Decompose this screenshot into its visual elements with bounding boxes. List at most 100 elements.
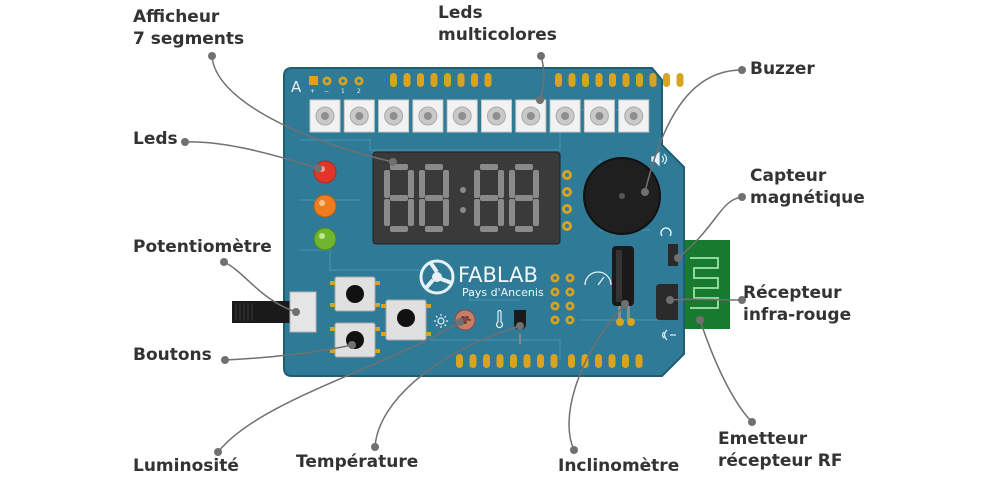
header-pin bbox=[444, 73, 451, 87]
push-buttons bbox=[330, 276, 431, 358]
header-pin bbox=[484, 73, 492, 87]
header-pin bbox=[471, 73, 478, 87]
header-pin bbox=[523, 354, 531, 368]
power-pins bbox=[309, 76, 364, 86]
display-segment bbox=[474, 199, 480, 226]
header-pin bbox=[568, 354, 575, 368]
display-segment bbox=[443, 199, 449, 226]
sun-icon bbox=[434, 314, 448, 328]
label-buzzer: Buzzer bbox=[750, 58, 815, 80]
label-leds-multicolores: Leds multicolores bbox=[438, 2, 557, 46]
header-pin bbox=[636, 73, 643, 87]
header-pin bbox=[469, 354, 477, 368]
gauge-icon bbox=[584, 271, 612, 286]
header-pin bbox=[537, 354, 544, 368]
circuit-board: A + − 1 2 bbox=[232, 67, 685, 377]
magnetic-sensor bbox=[668, 244, 678, 266]
display-segment bbox=[390, 226, 408, 232]
display-segment bbox=[408, 199, 414, 226]
header-pin bbox=[609, 73, 616, 87]
connector-pads bbox=[550, 273, 575, 325]
header-pin bbox=[483, 354, 490, 368]
tilt-sensor bbox=[612, 246, 635, 326]
header-pin bbox=[608, 354, 616, 368]
header-pin bbox=[676, 73, 684, 87]
label-line: récepteur RF bbox=[718, 451, 843, 471]
display-segment bbox=[425, 164, 443, 170]
display-segment bbox=[384, 199, 390, 226]
header-pin bbox=[417, 73, 424, 87]
bottom-header-pins bbox=[456, 354, 643, 368]
display-segment bbox=[419, 199, 425, 226]
header-pin bbox=[550, 354, 558, 368]
header-pin bbox=[510, 354, 517, 368]
magnet-icon bbox=[660, 227, 672, 237]
header-pin bbox=[568, 73, 576, 87]
label-line: multicolores bbox=[438, 25, 557, 45]
label-line: Leds bbox=[133, 129, 178, 149]
label-afficheur-7-segments: Afficheur 7 segments bbox=[133, 6, 244, 50]
display-segment bbox=[509, 170, 515, 198]
header-pin bbox=[622, 73, 630, 87]
label-line: Capteur bbox=[750, 166, 827, 186]
label-line: Inclinomètre bbox=[558, 456, 680, 476]
display-segment bbox=[509, 199, 515, 226]
infrared-icon bbox=[661, 329, 676, 341]
header-pin bbox=[496, 354, 504, 368]
display-segment bbox=[515, 164, 533, 170]
display-segment bbox=[425, 195, 443, 201]
header-pin bbox=[582, 73, 589, 87]
fablab-logo: FABLAB Pays d'Ancenis bbox=[419, 259, 544, 299]
header-pin bbox=[430, 73, 438, 87]
display-segment bbox=[480, 164, 498, 170]
label-line: Buzzer bbox=[750, 59, 815, 79]
display-segment bbox=[498, 170, 504, 198]
display-segment bbox=[480, 226, 498, 232]
label-line: Luminosité bbox=[133, 456, 239, 476]
pin-mark: 1 bbox=[341, 88, 345, 95]
header-pin bbox=[555, 73, 562, 87]
label-line: Leds bbox=[438, 3, 483, 23]
display-segment bbox=[384, 170, 390, 198]
seven-segment-display bbox=[372, 151, 561, 245]
label-temperature: Température bbox=[296, 451, 418, 473]
display-segment bbox=[498, 199, 504, 226]
green-led bbox=[313, 227, 337, 251]
label-luminosite: Luminosité bbox=[133, 455, 239, 477]
pin-mark: − bbox=[324, 88, 329, 95]
label-line: Température bbox=[296, 452, 419, 472]
logo-brand: FABLAB bbox=[458, 263, 538, 287]
display-segment bbox=[515, 195, 533, 201]
label-emetteur-recepteur-rf: Emetteur récepteur RF bbox=[718, 428, 842, 472]
header-pin bbox=[457, 73, 465, 87]
display-segment bbox=[480, 195, 498, 201]
display-segment bbox=[474, 170, 480, 198]
top-header-pins bbox=[390, 73, 684, 87]
label-line: 7 segments bbox=[133, 29, 245, 49]
logo-subtitle: Pays d'Ancenis bbox=[462, 286, 544, 299]
label-line: Emetteur bbox=[718, 429, 808, 449]
potentiometer bbox=[232, 291, 317, 333]
header-pin bbox=[595, 354, 602, 368]
header-pin bbox=[635, 354, 643, 368]
leader-dots bbox=[181, 52, 756, 456]
label-inclinometre: Inclinomètre bbox=[558, 455, 679, 477]
label-line: infra-rouge bbox=[743, 305, 852, 325]
label-line: Récepteur bbox=[743, 283, 842, 303]
leader-lines bbox=[184, 55, 753, 453]
label-recepteur-infra-rouge: Récepteur infra-rouge bbox=[743, 282, 851, 326]
label-boutons: Boutons bbox=[133, 344, 212, 366]
header-pin bbox=[581, 354, 589, 368]
display-segment bbox=[533, 170, 539, 198]
header-pin bbox=[595, 73, 603, 87]
header-pin bbox=[622, 354, 629, 368]
orange-led bbox=[313, 194, 337, 218]
header-pin bbox=[663, 73, 670, 87]
label-line: magnétique bbox=[750, 188, 865, 208]
thermometer-icon bbox=[495, 309, 504, 329]
display-pads bbox=[562, 170, 572, 231]
display-segment bbox=[390, 195, 408, 201]
display-segment bbox=[408, 170, 414, 198]
pin-mark: 2 bbox=[357, 88, 361, 95]
